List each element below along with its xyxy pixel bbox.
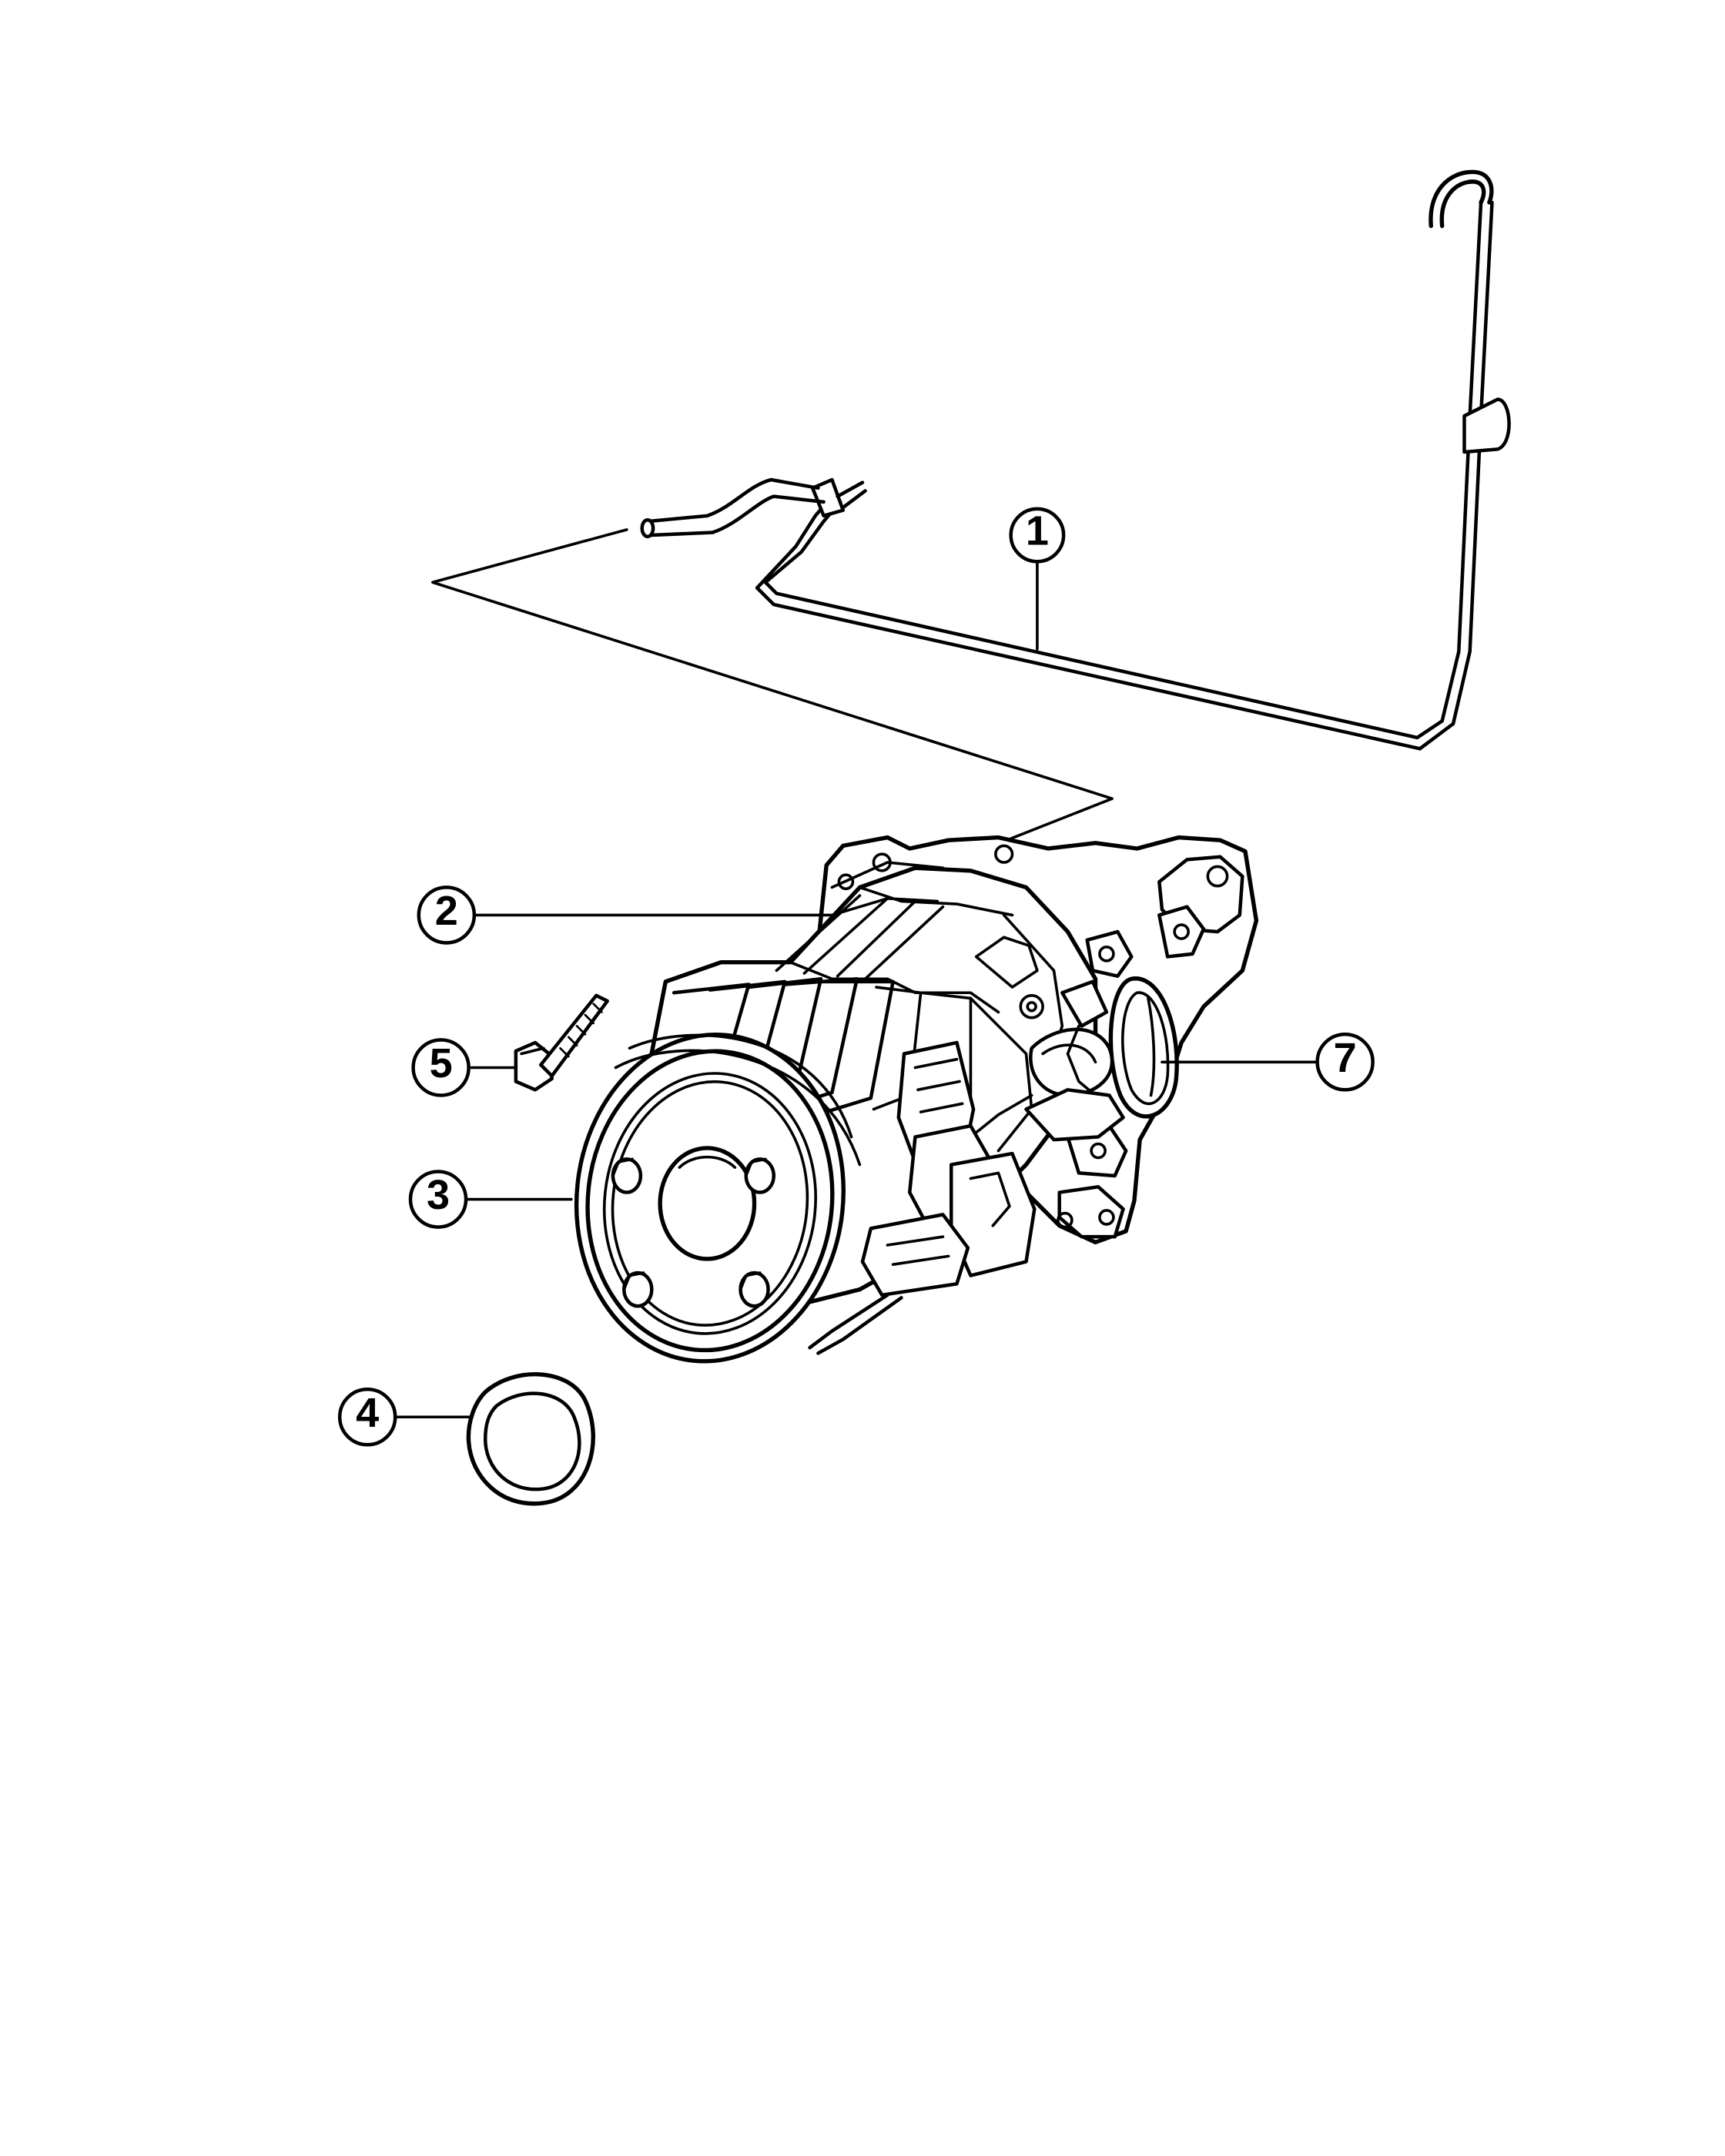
callout-4: 4 [337,1387,397,1447]
wheel-stud [622,1270,654,1308]
wheel-stud [744,1157,776,1194]
callout-leaders [395,558,1319,1419]
callout-1: 1 [1009,507,1066,564]
wheel-stud [611,1157,643,1194]
callout-2: 2 [417,886,477,945]
callout-label-4: 4 [356,1390,379,1436]
callout-label-3: 3 [427,1172,450,1218]
seal-ring [466,1372,595,1506]
differential-housing [638,835,1259,1355]
front-cover [574,1032,862,1364]
callout-label-7: 7 [1334,1035,1357,1081]
callout-5: 5 [411,1038,471,1097]
callout-label-1: 1 [1026,508,1049,554]
vent-tube-leader-lines [431,528,1114,842]
bolt [514,993,609,1092]
callout-label-5: 5 [430,1040,453,1086]
callout-7: 7 [1315,1033,1375,1092]
vent-tube [640,169,1511,751]
callout-label-2: 2 [435,888,458,934]
wheel-stud [739,1270,770,1308]
callout-3: 3 [408,1170,468,1229]
